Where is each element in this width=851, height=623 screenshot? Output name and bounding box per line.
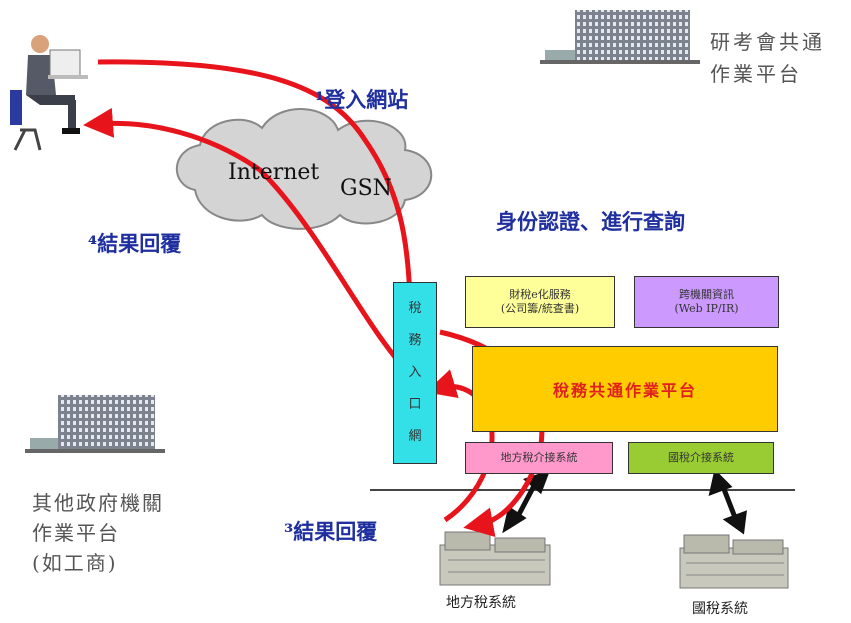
result-label-top: ⁴結果回覆 [88,231,182,256]
server-icon [439,531,551,586]
server-icon [679,534,789,589]
tax-portal-box: 稅 務 入 口 網 [393,282,437,464]
result-label-bottom: ³結果回覆 [284,519,378,544]
double-arrow-icon [708,469,747,535]
local-tax-system-label: 地方稅系統 [446,595,516,611]
double-arrow-icon [502,469,551,534]
cross-agency-box: 跨機關資訊 (Web IP/IR) [634,276,779,328]
login-arrow [97,59,425,315]
national-tax-system-label: 國稅系統 [692,601,748,617]
result-arrow-to-user [83,107,412,377]
building-icon [540,10,700,64]
auth-query-label: 身份認證、進行查詢 [496,209,685,234]
rdec-platform-label: 研考會共通 作業平台 [710,30,825,86]
local-mediator-box: 地方稅介接系統 [465,442,613,474]
national-mediator-box: 國稅介接系統 [628,442,774,474]
building-icon [25,395,165,453]
egov-service-box: 財稅e化服務 (公司籌/統查書) [465,276,615,328]
login-label: ¹登入網站 [315,87,409,112]
tax-platform-box: 稅務共通作業平台 [472,346,778,432]
other-gov-platform-label: 其他政府機關 作業平台 (如工商) [32,491,164,575]
cloud-icon [175,108,433,230]
gsn-label: GSN [340,176,392,201]
user-at-computer-icon [10,35,88,151]
internet-label: Internet [228,160,320,185]
